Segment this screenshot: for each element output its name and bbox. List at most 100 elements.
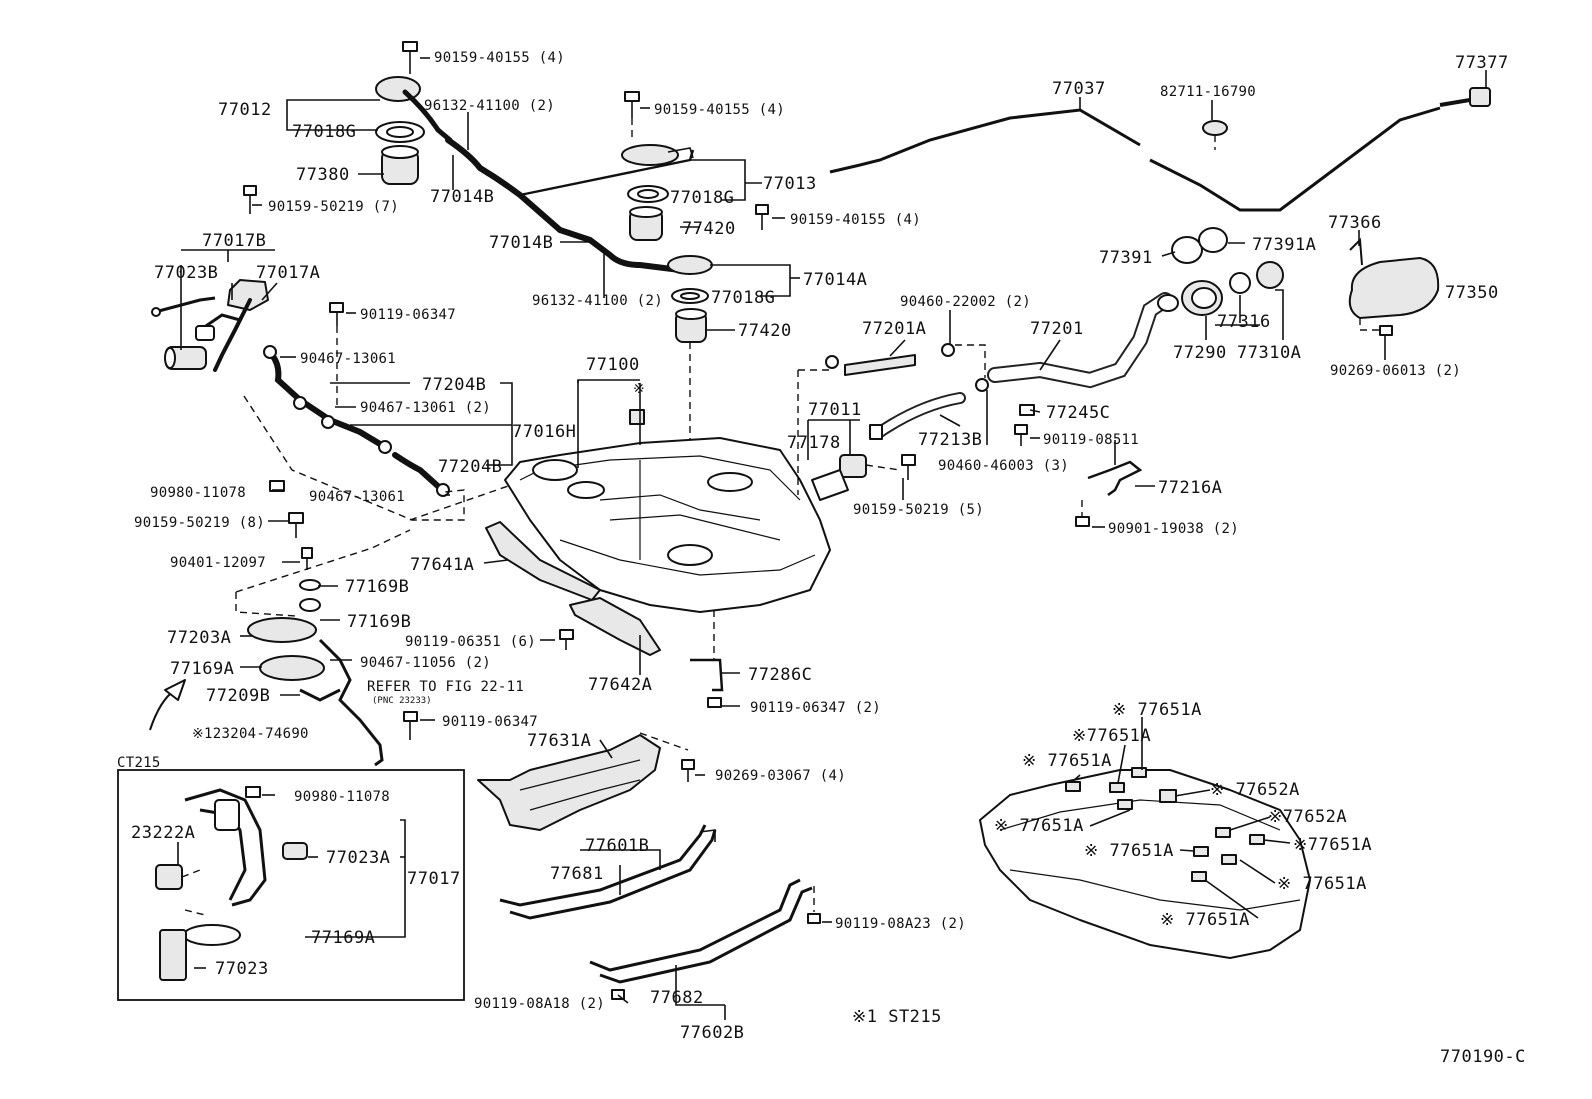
label-77169b: 77169B [345,577,409,597]
label-77213b: 77213B [918,430,982,450]
label-77100: 77100 [586,355,640,375]
label-90119-08a23: 90119-08A23 (2) [835,916,966,932]
part-drawings [149,41,1491,1000]
label-77642a: 77642A [588,675,652,695]
leader-lines [177,57,1487,1020]
label-77377: 77377 [1455,53,1509,73]
label-77391: 77391 [1099,248,1153,268]
label-77652a: ※ 77652A [1210,780,1300,800]
label-77380: 77380 [296,165,350,185]
label-77209b: 77209B [206,686,270,706]
label-90119-06347-2: 90119-06347 (2) [750,700,881,716]
label-77631a: 77631A [527,731,591,751]
part-labels: 90159-40155 (4) 77012 77018G 77380 96132… [117,50,1526,1067]
label-77204b: 77204B [422,375,486,395]
label-90159-50219: 90159-50219 (7) [268,199,399,215]
label-90119-08511: 90119-08511 [1043,432,1139,448]
label-90119-06347: 90119-06347 [360,307,456,323]
label-77316: 77316 [1217,312,1271,332]
label-77651a: ※ 77651A [1022,751,1112,771]
label-77366: 77366 [1328,213,1382,233]
label-77310a: 77310A [1237,343,1301,363]
label-82711-16790: 82711-16790 [1160,84,1256,100]
label-77652a: ※77652A [1268,807,1347,827]
label-90467-11056: 90467-11056 (2) [360,655,491,671]
label-77023a: 77023A [326,848,390,868]
label-90401-12097: 90401-12097 [170,555,266,571]
label-77023: 77023 [215,959,269,979]
label-77651a: ※77651A [1293,835,1372,855]
label-77651a: ※ 77651A [1160,910,1250,930]
label-90269-06013: 90269-06013 (2) [1330,363,1461,379]
label-77651a: ※ 77651A [1084,841,1174,861]
label-77350: 77350 [1445,283,1499,303]
label-90159-40155: 90159-40155 (4) [790,212,921,228]
label-77018g: 77018G [711,288,775,308]
label-90467-13061: 90467-13061 [309,489,405,505]
inset-title: CT215 [117,755,161,771]
label-77601b: 77601B [585,836,649,856]
label-77651a: ※ 77651A [1277,874,1367,894]
label-77651a: ※ 77651A [994,816,1084,836]
label-77178: 77178 [787,433,841,453]
label-90901-19038: 90901-19038 (2) [1108,521,1239,537]
label-77037: 77037 [1052,79,1106,99]
label-90159-40155: 90159-40155 (4) [434,50,565,66]
label-77018g: 77018G [670,188,734,208]
label-77204b: 77204B [438,457,502,477]
label-77641a: 77641A [410,555,474,575]
label-23204-74690: ※123204-74690 [192,726,309,742]
label-77017a: 77017A [256,263,320,283]
label-77017: 77017 [407,869,461,889]
label-77014b: 77014B [430,187,494,207]
refer-note: REFER TO FIG 22-11 [367,679,524,695]
label-90119-06347: 90119-06347 [442,714,538,730]
label-77018g: 77018G [292,122,356,142]
tank-pad-diagram [979,767,1311,959]
label-77017b: 77017B [202,231,266,251]
label-90980-11078: 90980-11078 [150,485,246,501]
label-90269-03067: 90269-03067 (4) [715,768,846,784]
label-77203a: 77203A [167,628,231,648]
label-90119-06351: 90119-06351 (6) [405,634,536,650]
label-77420: 77420 [738,321,792,341]
label-77100-mark: ※ [633,381,645,397]
label-77602b: 77602B [680,1023,744,1043]
label-77682: 77682 [650,988,704,1008]
label-96132-41100: 96132-41100 (2) [424,98,555,114]
label-77245c: 77245C [1046,403,1110,423]
label-90460-46003: 90460-46003 (3) [938,458,1069,474]
label-77201: 77201 [1030,319,1084,339]
label-77216a: 77216A [1158,478,1222,498]
label-77014a: 77014A [803,270,867,290]
label-77391a: 77391A [1252,235,1316,255]
label-77681: 77681 [550,864,604,884]
label-90159-40155: 90159-40155 (4) [654,102,785,118]
refer-pnc: (PNC 23233) [372,696,432,706]
label-77286c: 77286C [748,665,812,685]
label-77023b: 77023B [154,263,218,283]
label-77651a: ※77651A [1072,726,1151,746]
label-77012: 77012 [218,100,272,120]
label-77013: 77013 [763,174,817,194]
label-90467-13061: 90467-13061 [300,351,396,367]
bolt-icon [624,91,640,102]
bolt-icon [402,41,418,74]
label-90159-50219-8: 90159-50219 (8) [134,515,265,531]
label-23222a: 23222A [131,823,195,843]
label-77011: 77011 [808,400,862,420]
label-77169a: 77169A [170,659,234,679]
label-90467-13061-2: 90467-13061 (2) [360,400,491,416]
label-77290: 77290 [1173,343,1227,363]
label-77169b: 77169B [347,612,411,632]
label-77016h: 77016H [512,422,576,442]
diagram-code: 770190-C [1440,1047,1526,1067]
footnote: ※1 ST215 [852,1007,942,1027]
label-90159-50219-5: 90159-50219 (5) [853,502,984,518]
label-77169a: 77169A [311,928,375,948]
label-90119-08a18: 90119-08A18 (2) [474,996,605,1012]
label-77201a: 77201A [862,319,926,339]
label-77014b: 77014B [489,233,553,253]
label-77420: 77420 [682,219,736,239]
